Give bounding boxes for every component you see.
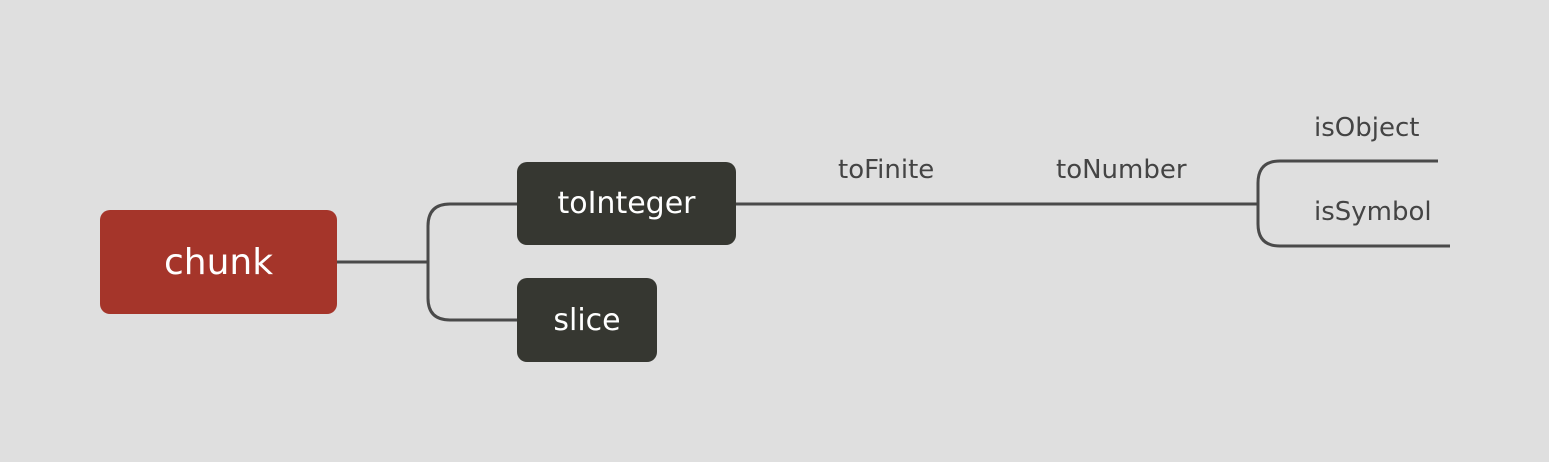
node-slice[interactable]: slice: [517, 278, 657, 362]
connector-chunk-tointeger: [426, 202, 517, 262]
leaf-issymbol[interactable]: isSymbol: [1314, 197, 1432, 227]
node-slice-label: slice: [553, 302, 621, 338]
root-node-chunk[interactable]: chunk: [100, 210, 337, 314]
leaf-tofinite[interactable]: toFinite: [838, 155, 935, 185]
root-node-label: chunk: [163, 241, 274, 283]
connector-tonumber-isobject: [1256, 159, 1438, 204]
leaf-tonumber[interactable]: toNumber: [1056, 155, 1187, 185]
leaf-isobject[interactable]: isObject: [1314, 113, 1420, 143]
node-tointeger[interactable]: toInteger: [517, 162, 736, 245]
node-tointeger-label: toInteger: [557, 186, 696, 221]
connector-chunk-slice: [426, 262, 517, 322]
connector-tonumber-issymbol: [1256, 204, 1450, 248]
